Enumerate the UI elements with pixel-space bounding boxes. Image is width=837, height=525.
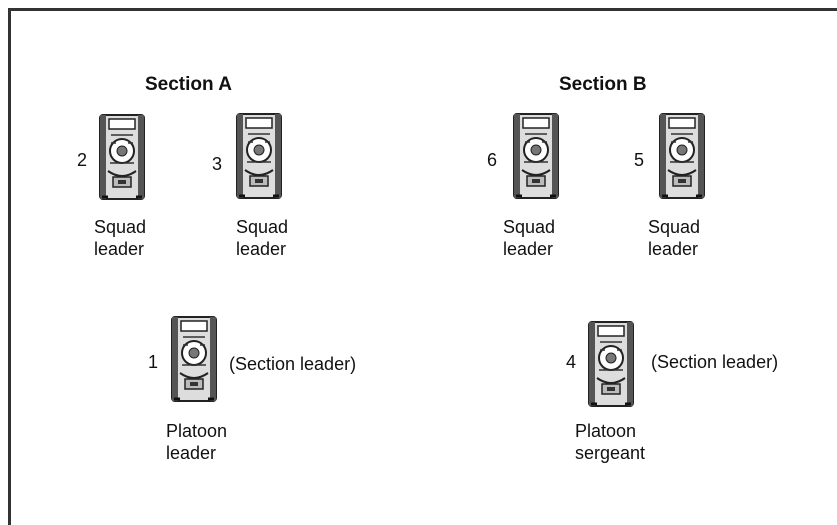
vehicle-4-caption: Platoon sergeant: [575, 420, 645, 464]
vehicle-2-icon: [98, 113, 146, 201]
vehicle-1-caption: Platoon leader: [166, 420, 227, 464]
vehicle-4-caption-line2: sergeant: [575, 443, 646, 463]
vehicle-4-icon: [587, 320, 635, 408]
vehicle-2-caption-line1: Squad: [94, 217, 147, 237]
vehicle-6-caption: Squad leader: [503, 216, 555, 260]
vehicle-4-number: 4: [566, 352, 577, 372]
vehicle-6-caption-line2: leader: [503, 239, 554, 259]
section-b-title: Section B: [559, 74, 647, 95]
section-a-title: Section A: [145, 74, 232, 95]
vehicle-3-number: 3: [212, 154, 223, 174]
vehicle-2-caption: Squad leader: [94, 216, 146, 260]
vehicle-5-caption: Squad leader: [648, 216, 700, 260]
vehicle-2-number: 2: [77, 150, 88, 170]
vehicle-3-caption: Squad leader: [236, 216, 288, 260]
diagram-frame: [8, 8, 837, 525]
vehicle-4-caption-line1: Platoon: [575, 421, 637, 441]
vehicle-6-number: 6: [487, 150, 498, 170]
vehicle-2-caption-line2: leader: [94, 239, 145, 259]
vehicle-5-number: 5: [634, 150, 645, 170]
vehicle-1-caption-line1: Platoon: [166, 421, 228, 441]
vehicle-1-caption-line2: leader: [166, 443, 217, 463]
vehicle-5-caption-line2: leader: [648, 239, 699, 259]
vehicle-3-caption-line1: Squad: [236, 217, 289, 237]
vehicle-6-caption-line1: Squad: [503, 217, 556, 237]
vehicle-5-icon: [658, 112, 706, 200]
vehicle-1-note: (Section leader): [229, 354, 357, 374]
vehicle-1-number: 1: [148, 352, 159, 372]
vehicle-6-icon: [511, 112, 561, 200]
vehicle-3-caption-line2: leader: [236, 239, 287, 259]
vehicle-4-note: (Section leader): [651, 352, 779, 372]
vehicle-3-icon: [235, 112, 283, 200]
vehicle-5-caption-line1: Squad: [648, 217, 701, 237]
vehicle-1-icon: [170, 315, 218, 403]
